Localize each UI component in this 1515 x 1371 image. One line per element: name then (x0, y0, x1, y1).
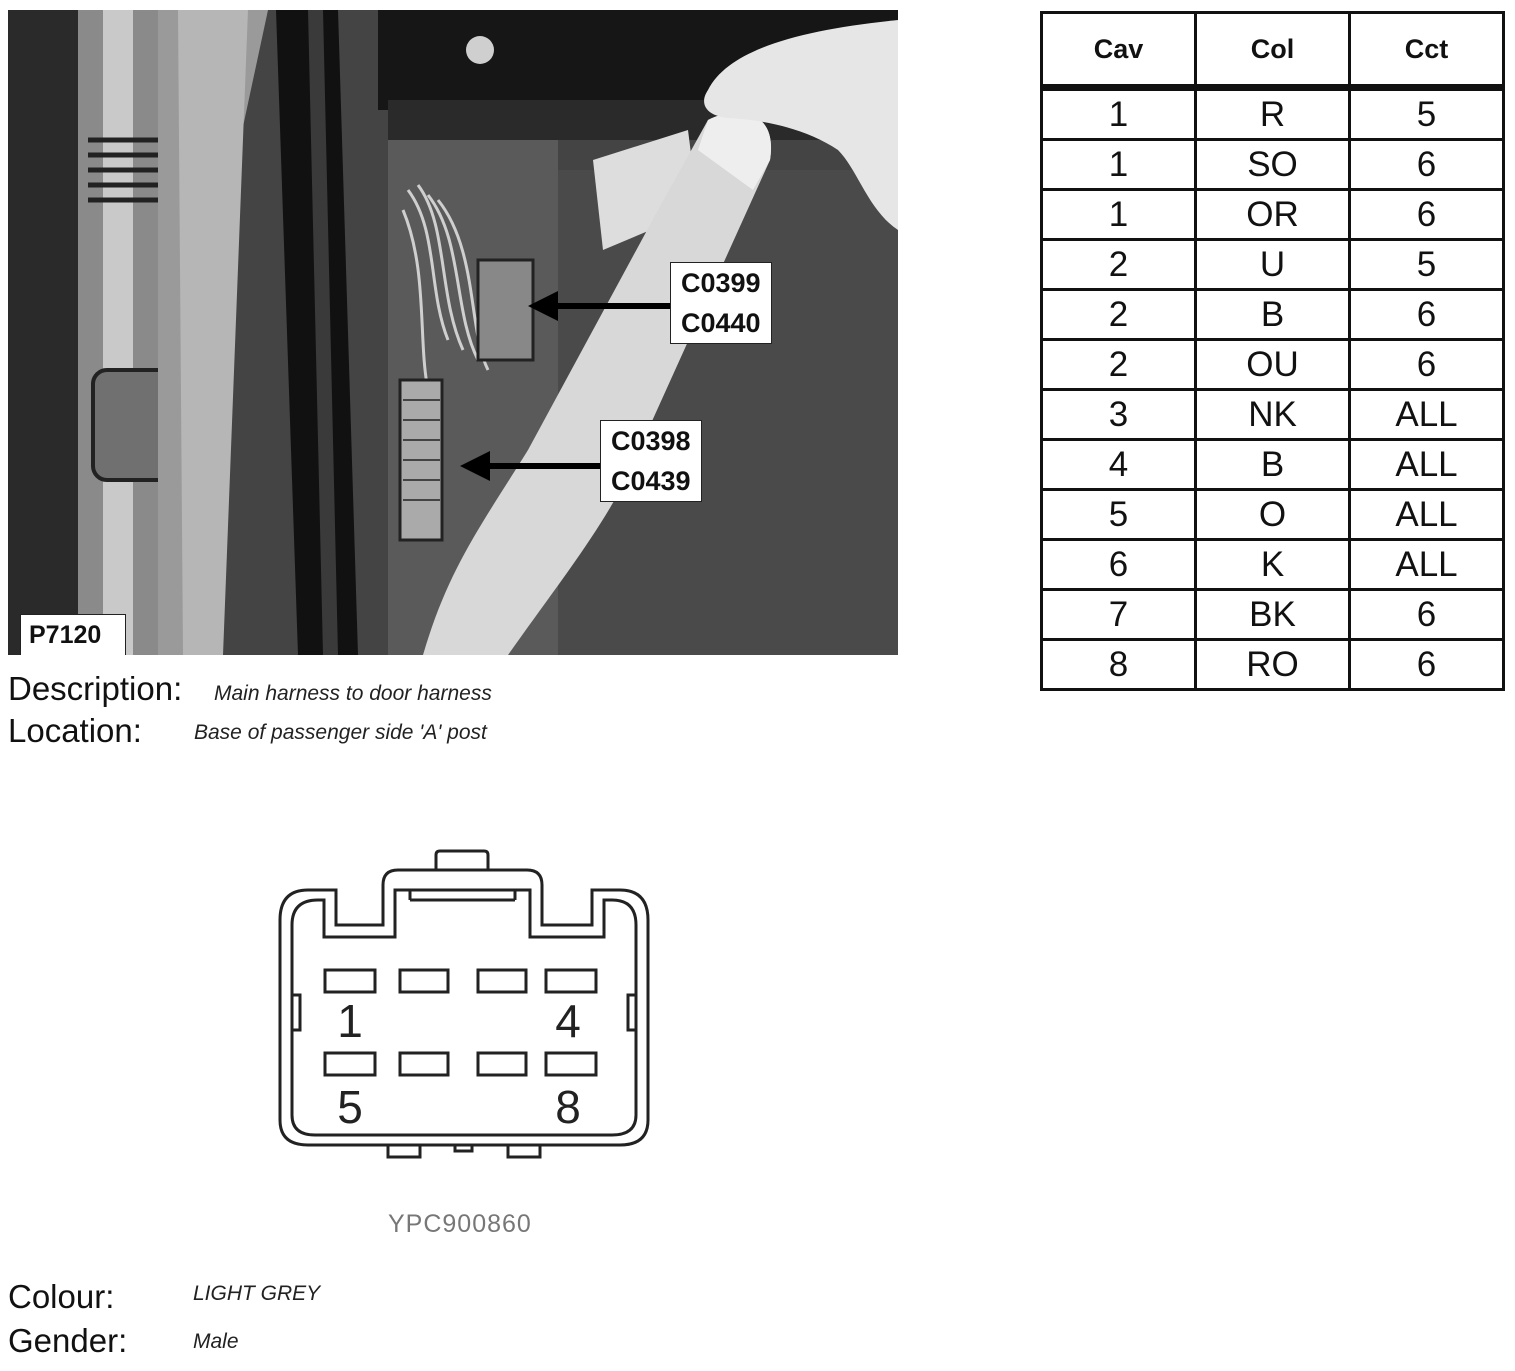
cell-col: OR (1194, 188, 1351, 241)
callout-arrow-lower (460, 451, 608, 481)
location-label: Location: (8, 712, 142, 749)
cell-cct: 6 (1348, 588, 1505, 641)
cell-cav: 1 (1040, 86, 1197, 141)
colour-label: Colour: (8, 1278, 115, 1315)
cell-cct: 6 (1348, 338, 1505, 391)
part-number: YPC900860 (388, 1210, 532, 1238)
callout-arrow-upper (528, 291, 673, 321)
connector-face-diagram: 1 4 5 8 (278, 849, 650, 1159)
cell-cct: ALL (1348, 488, 1505, 541)
cell-cct: ALL (1348, 388, 1505, 441)
cell-cct: 5 (1348, 238, 1505, 291)
callout-upper-connectors: C0399 C0440 (670, 262, 772, 344)
description-value: Main harness to door harness (214, 682, 492, 705)
cell-cav: 1 (1040, 188, 1197, 241)
callout-lower-line-1: C0398 (611, 426, 691, 456)
cell-col: R (1194, 86, 1351, 141)
cell-cav: 1 (1040, 138, 1197, 191)
cell-col: B (1194, 438, 1351, 491)
pin-label-4: 4 (555, 995, 581, 1047)
cell-col: NK (1194, 388, 1351, 441)
photo-id-label: P7120 (20, 614, 127, 655)
cell-cav: 8 (1040, 638, 1197, 691)
cell-cct: ALL (1348, 438, 1505, 491)
photo-illustration (8, 10, 898, 655)
cell-cct: 6 (1348, 288, 1505, 341)
callout-upper-line-1: C0399 (681, 268, 761, 298)
cell-col: B (1194, 288, 1351, 341)
description-label: Description: (8, 670, 183, 707)
pin-label-5: 5 (337, 1081, 363, 1133)
cell-cct: 6 (1348, 138, 1505, 191)
header-cct: Cct (1348, 11, 1505, 89)
location-value: Base of passenger side 'A' post (194, 721, 487, 744)
cell-col: K (1194, 538, 1351, 591)
callout-lower-connectors: C0398 C0439 (600, 420, 702, 502)
cell-cav: 2 (1040, 238, 1197, 291)
cell-col: OU (1194, 338, 1351, 391)
cell-cct: 6 (1348, 188, 1505, 241)
callout-upper-line-2: C0440 (681, 308, 761, 338)
gender-value: Male (193, 1330, 239, 1353)
cell-col: RO (1194, 638, 1351, 691)
gender-label: Gender: (8, 1322, 128, 1359)
table-header-row: Cav Col Cct (1040, 11, 1505, 89)
cell-cav: 5 (1040, 488, 1197, 541)
cell-col: O (1194, 488, 1351, 541)
cell-cct: ALL (1348, 538, 1505, 591)
cell-cav: 3 (1040, 388, 1197, 441)
cell-col: BK (1194, 588, 1351, 641)
cell-cav: 4 (1040, 438, 1197, 491)
cell-cct: 5 (1348, 86, 1505, 141)
pin-label-8: 8 (555, 1081, 581, 1133)
cell-cav: 2 (1040, 288, 1197, 341)
callout-lower-line-2: C0439 (611, 466, 691, 496)
header-col: Col (1194, 11, 1351, 89)
header-cav: Cav (1040, 11, 1197, 89)
connector-location-photo: C0399 C0440 C0398 C0439 P7120 (8, 10, 898, 655)
cell-cav: 2 (1040, 338, 1197, 391)
cell-col: SO (1194, 138, 1351, 191)
colour-value: LIGHT GREY (193, 1282, 321, 1305)
pin-label-1: 1 (337, 995, 363, 1047)
cell-cct: 6 (1348, 638, 1505, 691)
cell-cav: 6 (1040, 538, 1197, 591)
cell-cav: 7 (1040, 588, 1197, 641)
cell-col: U (1194, 238, 1351, 291)
